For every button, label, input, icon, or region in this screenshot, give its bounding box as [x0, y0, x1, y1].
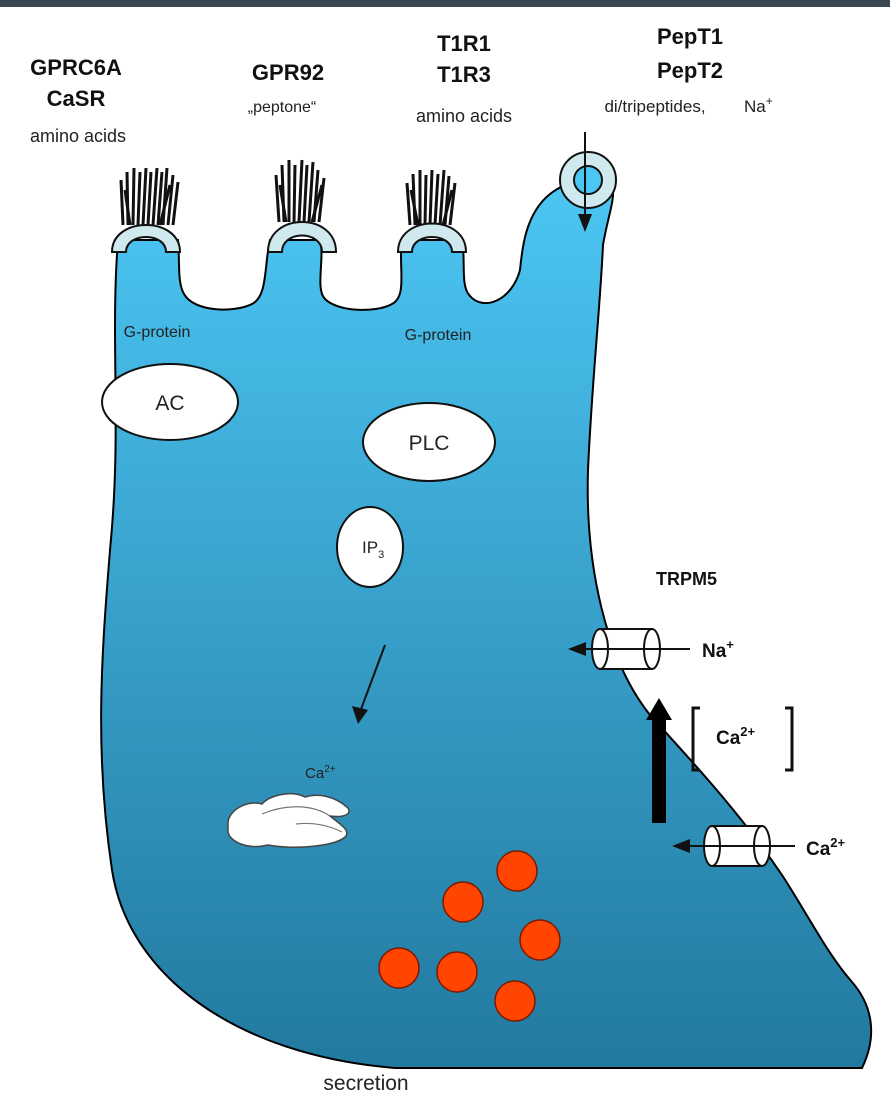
secretion-label: secretion	[323, 1072, 408, 1095]
ca-channel-charge: 2+	[830, 835, 845, 850]
granule	[495, 981, 535, 1021]
receptor-gpr92	[268, 160, 336, 252]
receptor-4-name-2: PepT2	[657, 58, 723, 83]
receptor-4-ion: Na+	[744, 94, 773, 116]
gprotein-right-label: G-protein	[405, 327, 472, 344]
receptor-2-microvilli	[276, 160, 324, 222]
na-channel-ion: Na	[702, 641, 727, 662]
na-channel-label: Na+	[702, 637, 734, 662]
na-channel-charge: +	[726, 637, 734, 652]
ac-label: AC	[155, 392, 184, 415]
receptor-3-name-1: T1R1	[437, 31, 491, 56]
receptor-4-ion-symbol: Na	[744, 97, 766, 116]
receptor-4-ligand: di/tripeptides,	[604, 97, 705, 116]
receptor-1-name-1: GPRC6A	[30, 55, 122, 80]
ca-store-charge: 2+	[324, 764, 336, 775]
receptor-2-name: GPR92	[252, 60, 324, 85]
plc-label: PLC	[409, 432, 450, 455]
ca-increase-arrow-shaft	[652, 715, 666, 823]
ca-increase-bracket-right	[785, 708, 792, 770]
transporter-inner-ring	[574, 166, 602, 194]
ca-increase-label: Ca2+	[716, 724, 756, 749]
ca-increase-ion: Ca	[716, 728, 741, 749]
receptor-1-ligand: amino acids	[30, 126, 126, 146]
trpm5-label: TRPM5	[656, 569, 717, 589]
receptor-4-name-1: PepT1	[657, 24, 723, 49]
ip3-subscript: 3	[378, 549, 384, 561]
ip3-text: IP	[362, 538, 378, 557]
ca-store-ion: Ca	[305, 765, 325, 782]
receptor-4-ion-charge: +	[766, 94, 773, 108]
gprotein-left-label: G-protein	[124, 324, 191, 341]
ca-channel-ion: Ca	[806, 839, 831, 860]
granule	[443, 882, 483, 922]
ca-increase-arrow-head	[646, 698, 672, 720]
receptor-2-ligand: „peptone“	[248, 99, 317, 116]
granule	[520, 920, 560, 960]
receptor-1-name-2: CaSR	[47, 86, 106, 111]
granule	[437, 952, 477, 992]
receptor-3-name-2: T1R3	[437, 62, 491, 87]
granule	[379, 948, 419, 988]
ca-increase-charge: 2+	[740, 724, 755, 739]
ca-increase-bracket-left	[693, 708, 700, 770]
receptor-3-microvilli	[407, 170, 455, 225]
ca-channel-label: Ca2+	[806, 835, 846, 860]
granule	[497, 851, 537, 891]
cell-body	[101, 178, 871, 1068]
receptor-1-microvilli	[121, 168, 178, 225]
receptor-3-ligand: amino acids	[416, 106, 512, 126]
